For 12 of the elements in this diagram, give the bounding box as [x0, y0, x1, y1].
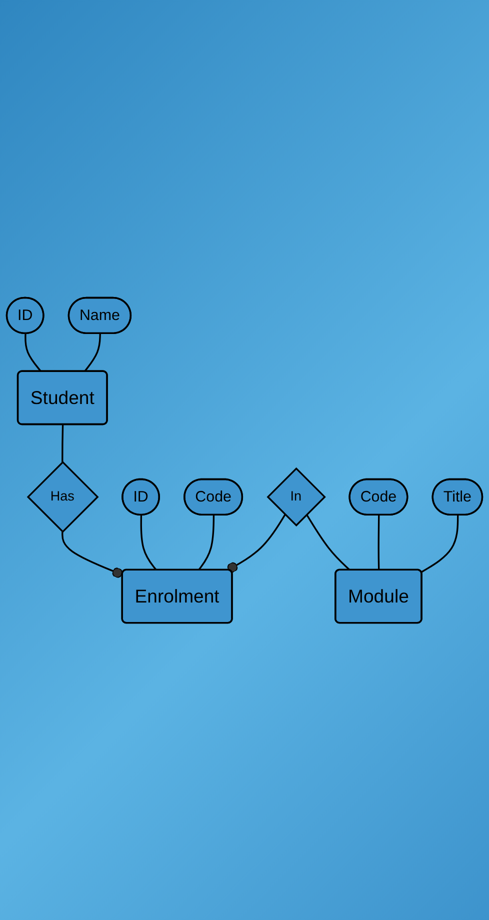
- connector: [378, 514, 380, 570]
- connector: [420, 514, 459, 573]
- connector: [227, 514, 286, 572]
- connector: [62, 531, 123, 578]
- node-diamond: In: [266, 467, 326, 526]
- connector: [84, 333, 101, 372]
- connector: [62, 424, 64, 462]
- node-diamond: Has: [26, 460, 99, 533]
- connector: [198, 514, 215, 570]
- connector: [140, 514, 157, 570]
- connector: [24, 333, 42, 372]
- connector: [306, 514, 350, 570]
